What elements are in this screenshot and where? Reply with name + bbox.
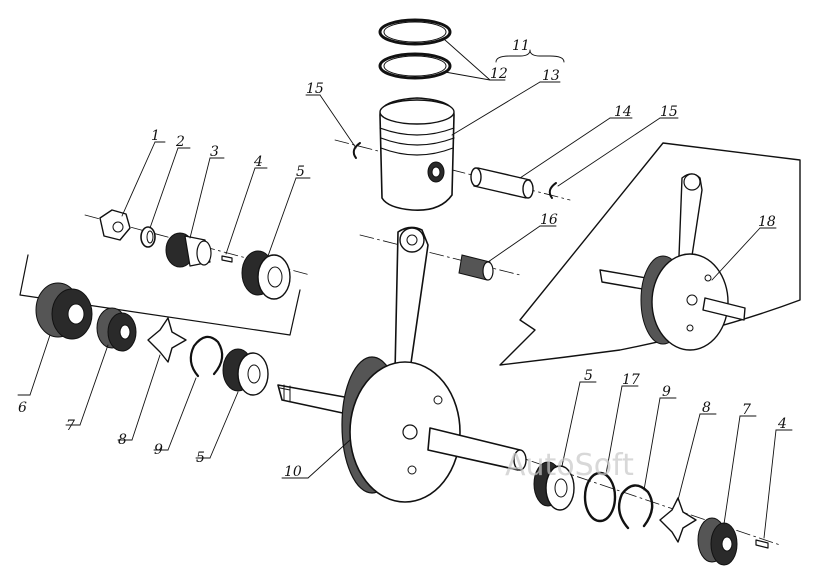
piston-pin bbox=[470, 167, 534, 199]
ring-9-left bbox=[189, 335, 224, 378]
group-bracket bbox=[19, 254, 301, 336]
callout-14: 14 bbox=[614, 104, 632, 120]
callout-5-upper: 5 bbox=[296, 164, 305, 180]
piston bbox=[379, 97, 455, 212]
callout-9-right: 9 bbox=[662, 384, 671, 400]
callout-13: 13 bbox=[542, 68, 560, 84]
callout-15-right: 15 bbox=[660, 104, 678, 120]
spacer-8-right bbox=[659, 497, 697, 543]
seal-6 bbox=[35, 282, 93, 340]
callout-5-right: 5 bbox=[584, 368, 593, 384]
callout-18: 18 bbox=[758, 214, 776, 230]
callout-8-left: 8 bbox=[118, 432, 127, 448]
callout-17: 17 bbox=[622, 372, 640, 388]
spacer-8-left bbox=[147, 317, 187, 363]
callout-4-upper: 4 bbox=[253, 154, 263, 170]
callout-4-right: 4 bbox=[777, 416, 787, 432]
sprocket-3 bbox=[165, 232, 212, 268]
circlip-right bbox=[548, 182, 557, 199]
key-4-right bbox=[755, 539, 769, 549]
callout-7-right: 7 bbox=[742, 402, 751, 418]
callout-7-left: 7 bbox=[66, 418, 75, 434]
callout-10: 10 bbox=[284, 464, 302, 480]
piston-rings bbox=[378, 18, 452, 80]
ring-9-right bbox=[617, 484, 654, 530]
seal-7-left bbox=[96, 307, 137, 352]
bearing-5-lower bbox=[222, 348, 269, 396]
callout-11: 11 bbox=[512, 38, 530, 54]
callout-2: 2 bbox=[175, 134, 185, 150]
leader-lines bbox=[17, 39, 793, 539]
key-4 bbox=[221, 255, 233, 263]
inset-crankshaft bbox=[599, 173, 746, 351]
watermark-text: AutoSoft bbox=[505, 448, 634, 483]
seal-7-right bbox=[697, 517, 738, 566]
callout-6: 6 bbox=[18, 400, 27, 416]
inset-outline bbox=[499, 142, 801, 366]
needle-bearing bbox=[458, 254, 494, 281]
crankshaft bbox=[277, 226, 527, 503]
callout-8-right: 8 bbox=[702, 400, 711, 416]
bearing-5-right bbox=[533, 461, 575, 511]
callout-16: 16 bbox=[540, 212, 558, 228]
washer-17 bbox=[583, 471, 617, 523]
callout-9-left: 9 bbox=[154, 442, 163, 458]
bearing-5-upper bbox=[241, 250, 291, 300]
callout-12: 12 bbox=[490, 66, 508, 82]
circlip-left bbox=[352, 142, 361, 159]
callout-15-left: 15 bbox=[306, 81, 324, 97]
washer-2 bbox=[140, 226, 156, 248]
callout-5-lower: 5 bbox=[196, 450, 205, 466]
callout-1: 1 bbox=[151, 128, 160, 144]
nut-1 bbox=[99, 209, 131, 241]
callout-3: 3 bbox=[210, 144, 219, 160]
